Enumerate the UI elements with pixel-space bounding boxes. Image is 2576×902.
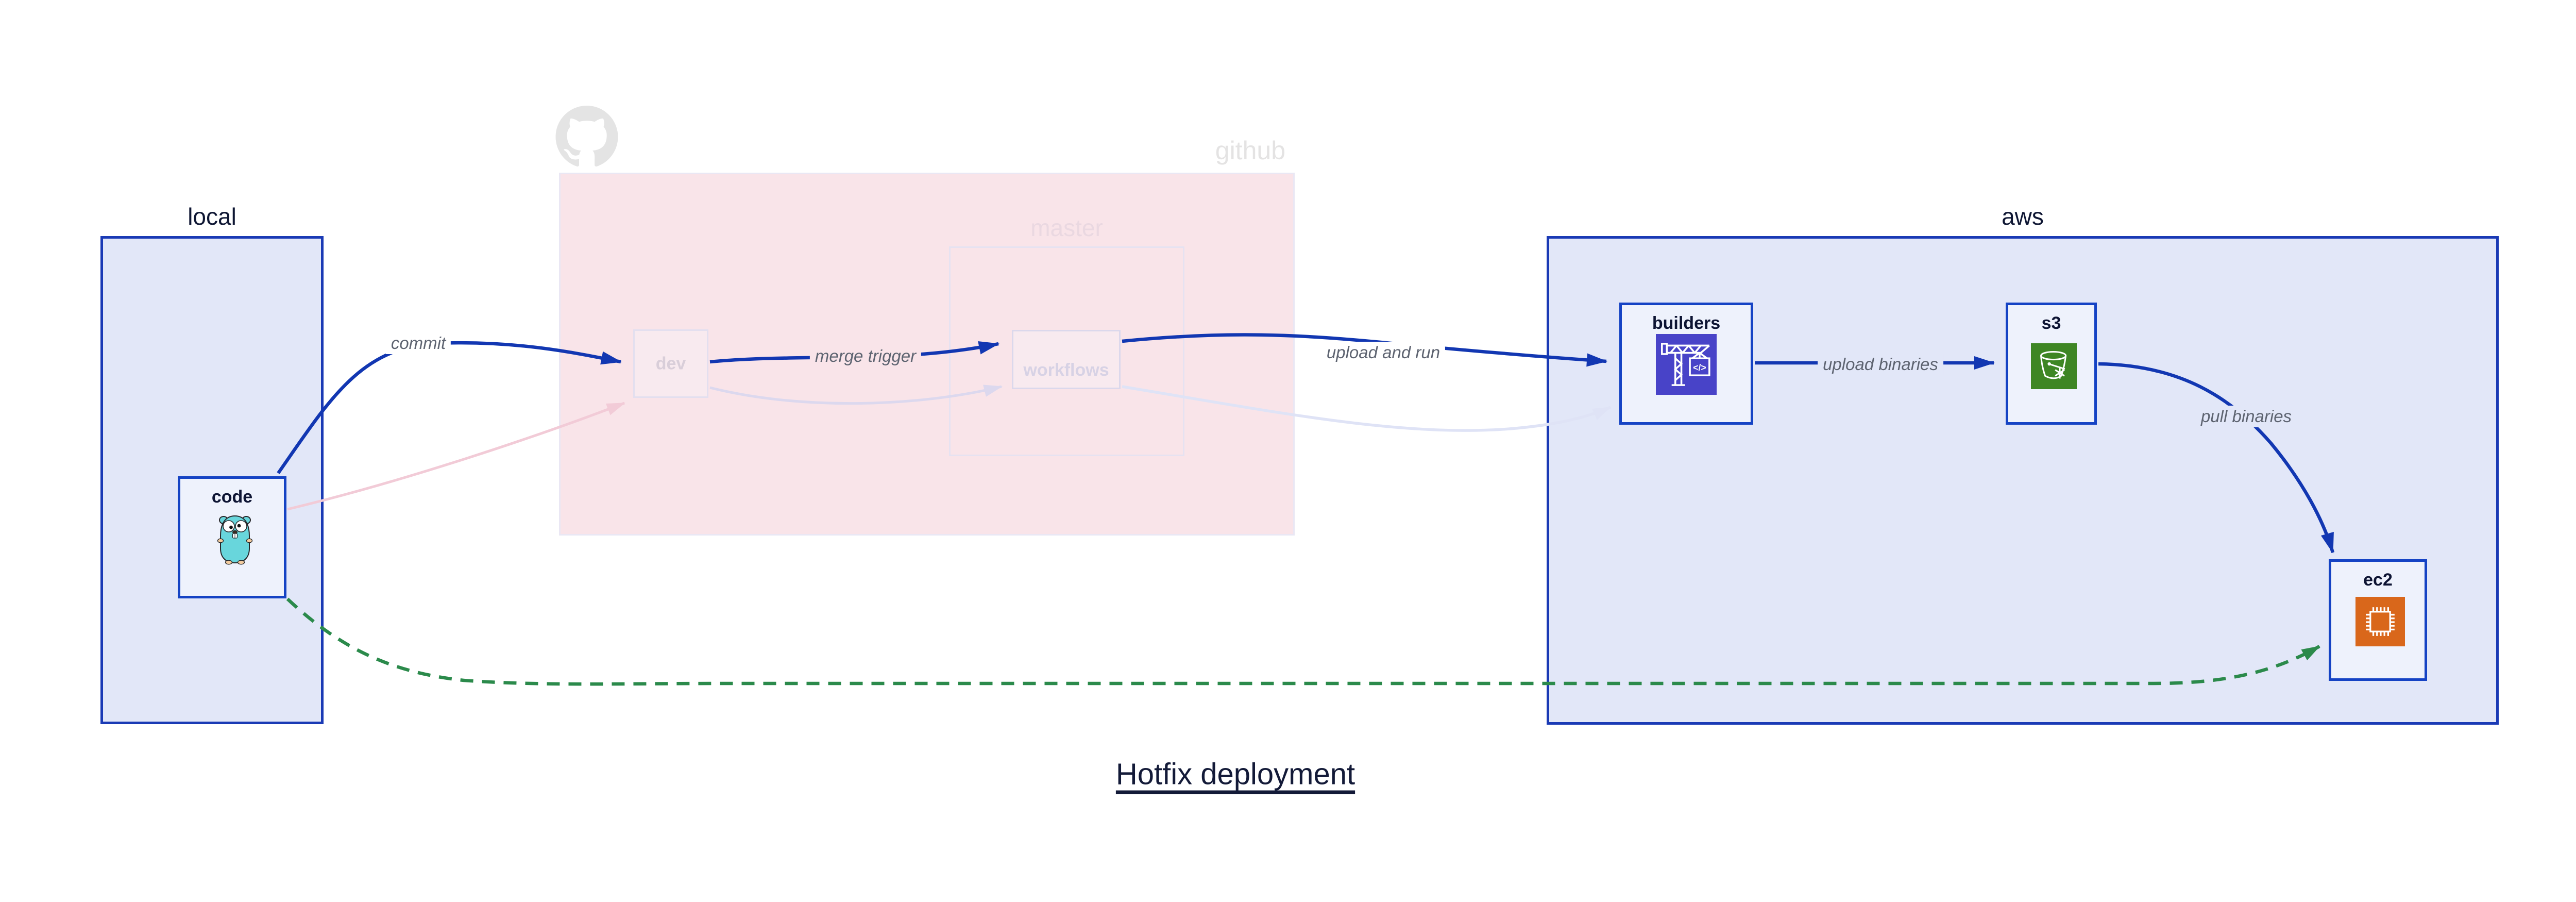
aws-s3-bucket-icon <box>2031 343 2077 389</box>
svg-text:</>: </> <box>1693 362 1706 373</box>
node-s3-label: s3 <box>2041 313 2061 333</box>
edge-label-commit: commit <box>385 332 451 354</box>
node-workflows: workflows <box>1012 330 1121 389</box>
master-label: master <box>1030 214 1103 241</box>
edge-label-merge-trigger: merge trigger <box>809 345 922 367</box>
aws-codebuild-icon: </> <box>1656 334 1717 395</box>
node-ec2-label: ec2 <box>2363 570 2393 590</box>
github-label: github <box>1215 136 1285 165</box>
node-code: code <box>178 476 286 598</box>
node-dev: dev <box>633 329 708 398</box>
node-builders-label: builders <box>1652 313 1721 333</box>
node-dev-label: dev <box>655 354 686 373</box>
edge-label-upload-binaries: upload binaries <box>1818 354 1943 375</box>
go-gopher-icon <box>217 515 253 565</box>
node-ec2: ec2 <box>2329 559 2427 681</box>
node-builders: builders </> <box>1619 303 1753 425</box>
aws-ec2-chip-icon <box>2355 597 2405 646</box>
local-label: local <box>188 203 236 230</box>
edge-label-upload-and-run: upload and run <box>1321 342 1446 363</box>
node-code-label: code <box>211 487 253 507</box>
github-logo-icon <box>555 106 618 167</box>
edge-label-pull-binaries: pull binaries <box>2195 406 2297 427</box>
node-workflows-label: workflows <box>1023 360 1109 380</box>
diagram-title: Hotfix deployment <box>1115 757 1355 791</box>
aws-label: aws <box>2002 203 2044 230</box>
node-s3: s3 <box>2006 303 2097 425</box>
